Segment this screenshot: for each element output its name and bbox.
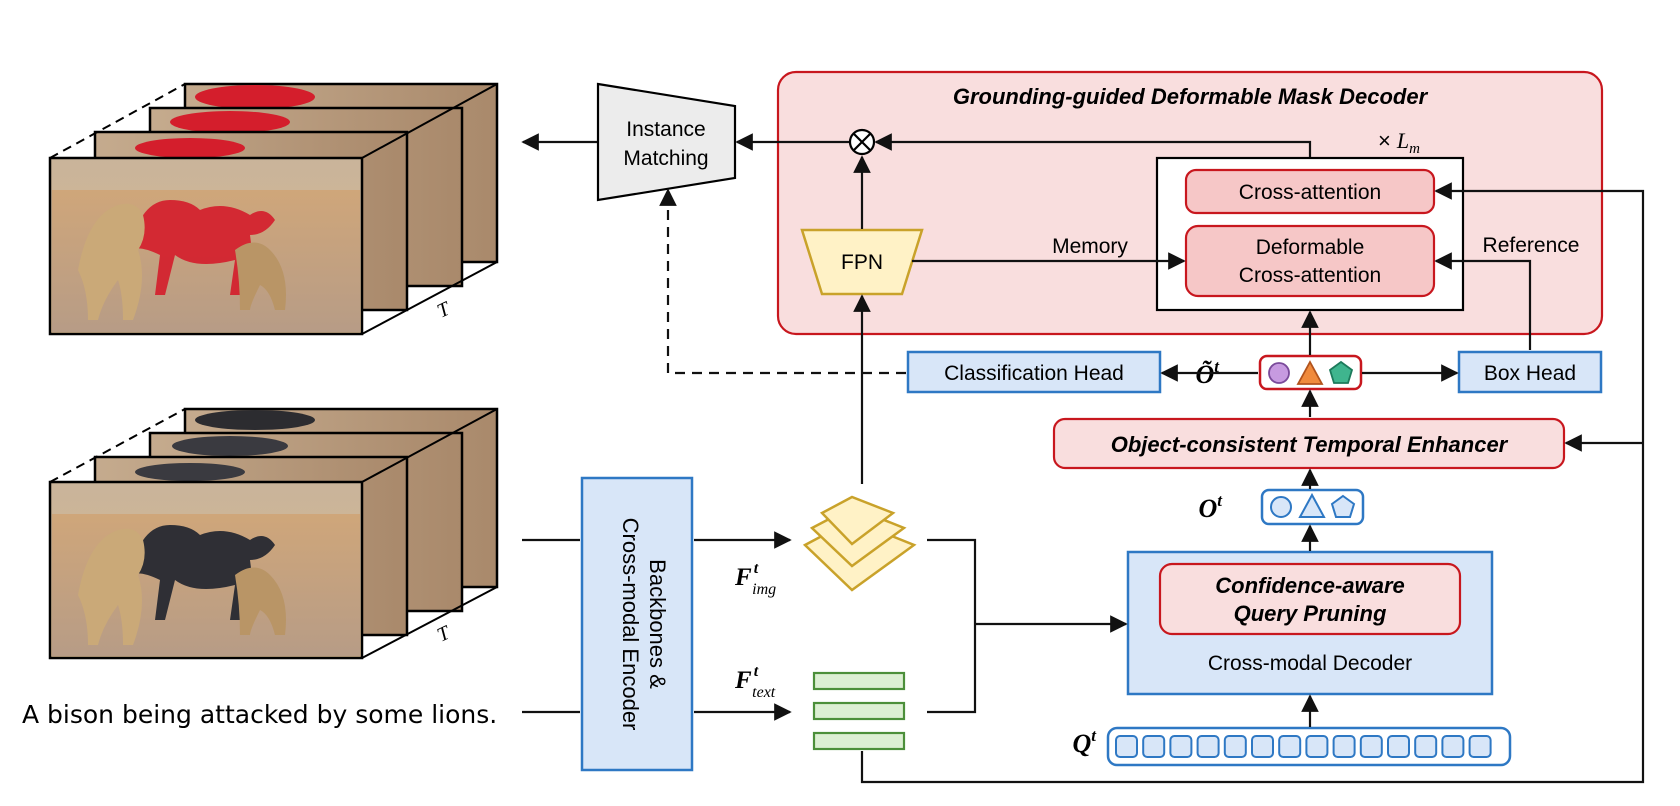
temporal-enhancer-block: Object-consistent Temporal Enhancer xyxy=(1052,389,1566,470)
cross-modal-decoder-label: Cross-modal Decoder xyxy=(1208,652,1412,675)
cross-modal-decoder-block: Confidence-aware Query Pruning Cross-mod… xyxy=(1126,524,1494,696)
input-query-slots xyxy=(1115,735,1492,758)
query-slot xyxy=(1196,735,1220,758)
query-slot xyxy=(1387,735,1410,758)
stack-edge-top xyxy=(361,83,498,159)
deformable-attention-box xyxy=(1184,224,1436,298)
output-video-stack: T xyxy=(48,82,499,336)
object-query-triangle-icon xyxy=(1298,492,1326,518)
input-queries-row: Qt xyxy=(1072,694,1512,767)
arrow-layer-to-multiply xyxy=(874,133,1312,157)
line-features-merge xyxy=(927,538,977,714)
instance-matching-shape xyxy=(596,82,737,202)
time-axis-label-top: T xyxy=(434,297,455,322)
arrow-reference xyxy=(1434,252,1532,350)
temporal-enhancer-box xyxy=(1052,417,1566,470)
encoder-line1: Backbones & xyxy=(645,559,670,689)
instance-matching-line2: Matching xyxy=(623,147,708,170)
input-stack-edge-top xyxy=(361,408,498,483)
lion-left xyxy=(78,203,145,320)
query-circle-icon xyxy=(1268,362,1290,384)
multiply-icon-stroke2 xyxy=(853,133,871,151)
input-lion-right xyxy=(235,567,286,635)
object-queries-row: Ot xyxy=(1198,468,1365,526)
box-head-label: Box Head xyxy=(1484,362,1576,385)
object-query-symbol: Ot xyxy=(1198,491,1223,523)
query-slot xyxy=(1441,735,1465,758)
cross-attention-label: Cross-attention xyxy=(1239,181,1381,204)
stack-edge-dashed xyxy=(49,83,186,159)
query-pruning-line1: Confidence-aware xyxy=(1215,573,1405,598)
classification-head-label: Classification Head xyxy=(944,362,1124,385)
input-stack-edge-bottom xyxy=(361,586,498,659)
text-feature-bar-3 xyxy=(812,731,906,751)
encoder-box xyxy=(580,476,694,772)
bison-back-frame xyxy=(195,410,315,430)
query-pentagon-icon xyxy=(1328,360,1354,384)
mask-mid-frame xyxy=(170,111,290,133)
object-query-circle-icon xyxy=(1270,496,1292,518)
encoder-block: Backbones & Cross-modal Encoder xyxy=(522,476,792,772)
lion-right xyxy=(235,242,286,310)
query-slot xyxy=(1468,735,1492,758)
arrow-text-to-cross-attention xyxy=(860,182,1645,784)
deformable-line2: Cross-attention xyxy=(1239,264,1381,287)
heads-row: Classification Head Box Head Õt xyxy=(659,188,1603,394)
img-feature-layer-1 xyxy=(819,495,896,546)
text-feature-bar-2 xyxy=(812,701,906,721)
query-slot xyxy=(1251,735,1274,758)
repeat-times: ×Lm xyxy=(1378,128,1420,157)
query-pruning-line2: Query Pruning xyxy=(1234,601,1387,626)
query-slot xyxy=(1359,735,1383,758)
memory-label: Memory xyxy=(1052,235,1128,258)
mask-decoder-title: Grounding-guided Deformable Mask Decoder xyxy=(953,84,1429,109)
time-axis-label-bottom: T xyxy=(434,621,455,646)
fpn-label: FPN xyxy=(841,251,883,274)
query-pruning-box xyxy=(1158,562,1462,636)
instance-matching-block: Instance Matching xyxy=(596,82,737,202)
deformable-line1: Deformable xyxy=(1256,236,1365,259)
query-triangle-icon xyxy=(1296,360,1324,385)
input-stack-edge-dashed xyxy=(49,408,186,483)
classification-head-box xyxy=(906,350,1162,394)
cross-attention-box xyxy=(1184,168,1436,215)
text-feature-bar-1 xyxy=(812,671,906,691)
mask-decoder-block: Grounding-guided Deformable Mask Decoder… xyxy=(735,70,1604,350)
query-slot xyxy=(1223,735,1247,758)
temporal-enhancer-label: Object-consistent Temporal Enhancer xyxy=(1111,432,1509,457)
query-slot xyxy=(1332,735,1356,758)
mask-back-frame xyxy=(195,85,315,109)
text-caption: A bison being attacked by some lions. xyxy=(22,700,497,729)
bison-mid-frame xyxy=(172,436,288,456)
bison-second-frame xyxy=(135,463,245,481)
query-slot xyxy=(1278,735,1302,758)
object-query-pentagon-icon xyxy=(1330,494,1356,518)
arrow-classification-to-matching xyxy=(659,188,906,375)
input-query-symbol: Qt xyxy=(1072,726,1097,758)
fpn-shape xyxy=(800,228,924,296)
box-head-box xyxy=(1457,350,1603,394)
query-slot xyxy=(1142,735,1166,758)
encoder-line2: Cross-modal Encoder xyxy=(618,518,643,731)
query-slot xyxy=(1305,735,1329,758)
query-slot xyxy=(1414,735,1438,758)
stack-edge-bottom xyxy=(361,261,498,335)
query-slot xyxy=(1115,735,1138,758)
input-video-stack: T xyxy=(48,407,499,660)
mask-second-frame xyxy=(135,138,245,158)
query-slot xyxy=(1169,735,1193,758)
enhanced-query-symbol: Õt xyxy=(1195,357,1220,389)
input-lion-left xyxy=(78,528,145,645)
reference-label: Reference xyxy=(1483,234,1580,257)
instance-matching-line1: Instance xyxy=(626,118,705,141)
